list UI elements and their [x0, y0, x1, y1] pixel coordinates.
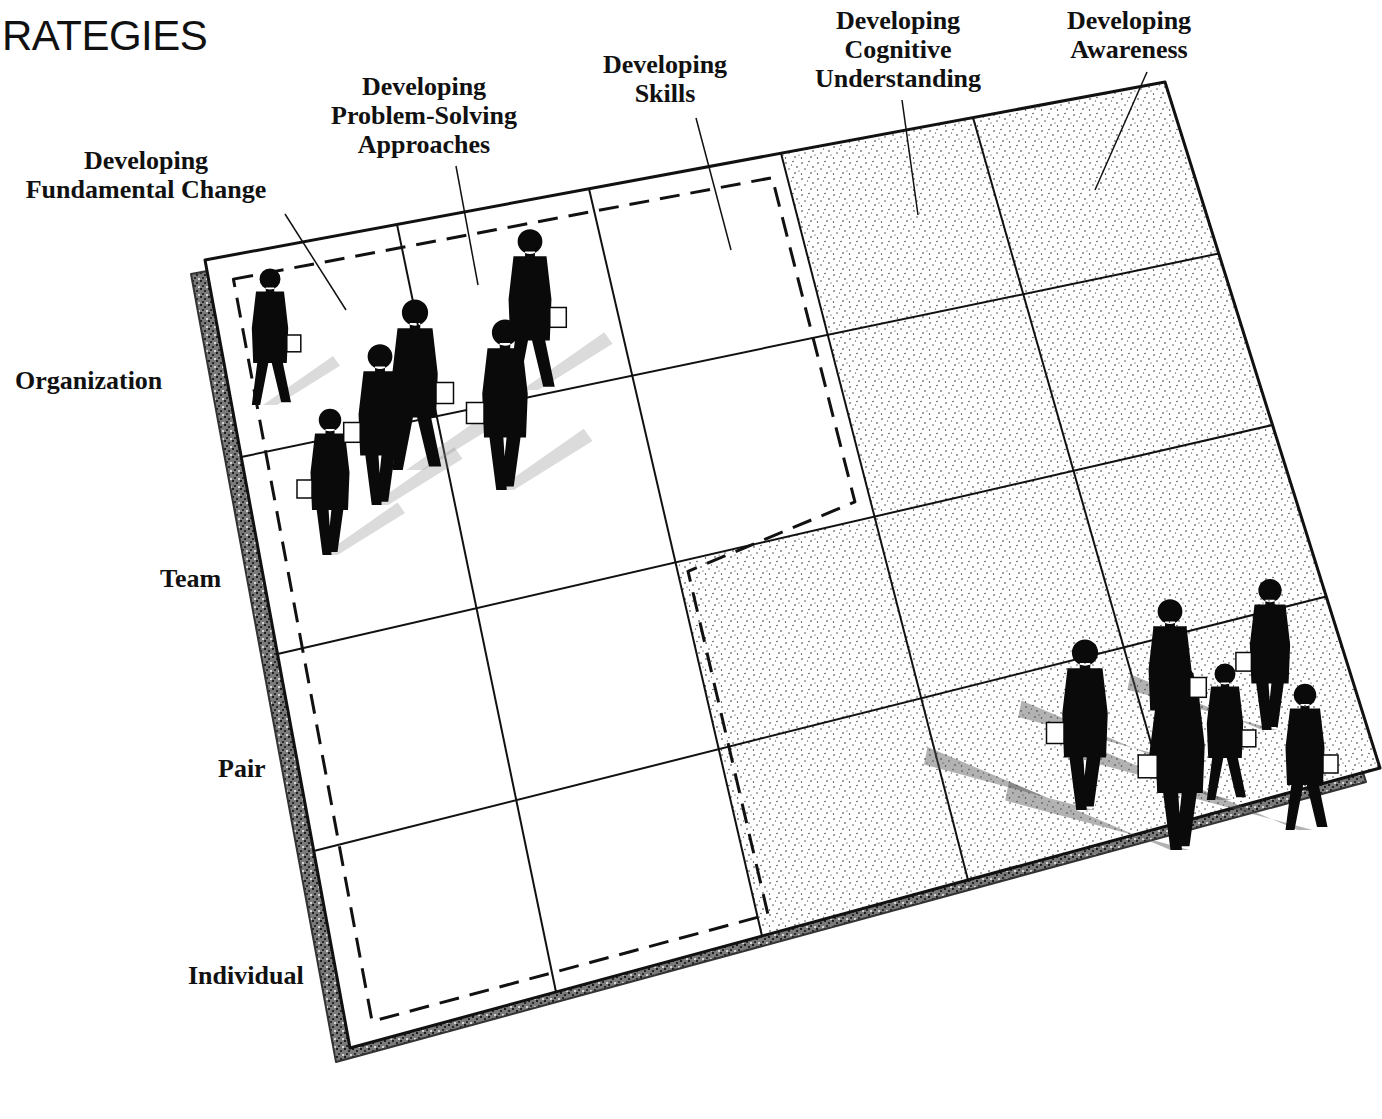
briefcase — [297, 480, 312, 498]
leader-lines — [285, 72, 1147, 310]
briefcase — [467, 403, 485, 424]
leader-line — [1095, 72, 1147, 190]
leader-line — [696, 118, 731, 250]
briefcase — [436, 383, 454, 404]
column-heading: Developing Fundamental Change — [15, 146, 277, 204]
person-silhouette — [1250, 579, 1290, 730]
column-heading: Developing Awareness — [1059, 6, 1199, 64]
person-silhouette — [252, 269, 291, 406]
briefcase — [1190, 678, 1207, 698]
people-figures — [252, 229, 1338, 850]
title: RATEGIES — [2, 12, 207, 60]
briefcase — [287, 335, 301, 352]
briefcase — [1242, 730, 1256, 747]
briefcase — [1323, 755, 1338, 773]
briefcase — [550, 308, 567, 328]
person-silhouette — [1286, 684, 1328, 830]
person-silhouette — [359, 344, 402, 505]
person-silhouette — [482, 319, 528, 490]
row-heading: Individual — [188, 961, 304, 990]
row-heading: Team — [160, 564, 221, 593]
person-silhouette — [1207, 664, 1246, 801]
row-heading: Organization — [15, 366, 162, 395]
leader-line — [902, 100, 918, 215]
leader-line — [456, 166, 478, 285]
column-heading: Developing Skills — [595, 50, 735, 108]
briefcase — [1138, 755, 1157, 778]
grid-line — [314, 597, 1327, 852]
board-outline — [205, 82, 1380, 1048]
column-heading: Developing Problem-Solving Approaches — [324, 72, 524, 159]
board-surface — [205, 82, 1380, 1048]
column-heading: Developing Cognitive Understanding — [808, 6, 988, 93]
briefcase — [1236, 653, 1252, 672]
briefcase — [1047, 723, 1065, 744]
grid-lines — [241, 118, 1326, 992]
row-heading: Pair — [218, 754, 266, 783]
person-silhouette — [1062, 639, 1108, 810]
dashed-boundary — [233, 178, 855, 1022]
leader-line — [285, 214, 346, 310]
briefcase — [344, 423, 361, 443]
stippled-cells — [676, 82, 1381, 936]
